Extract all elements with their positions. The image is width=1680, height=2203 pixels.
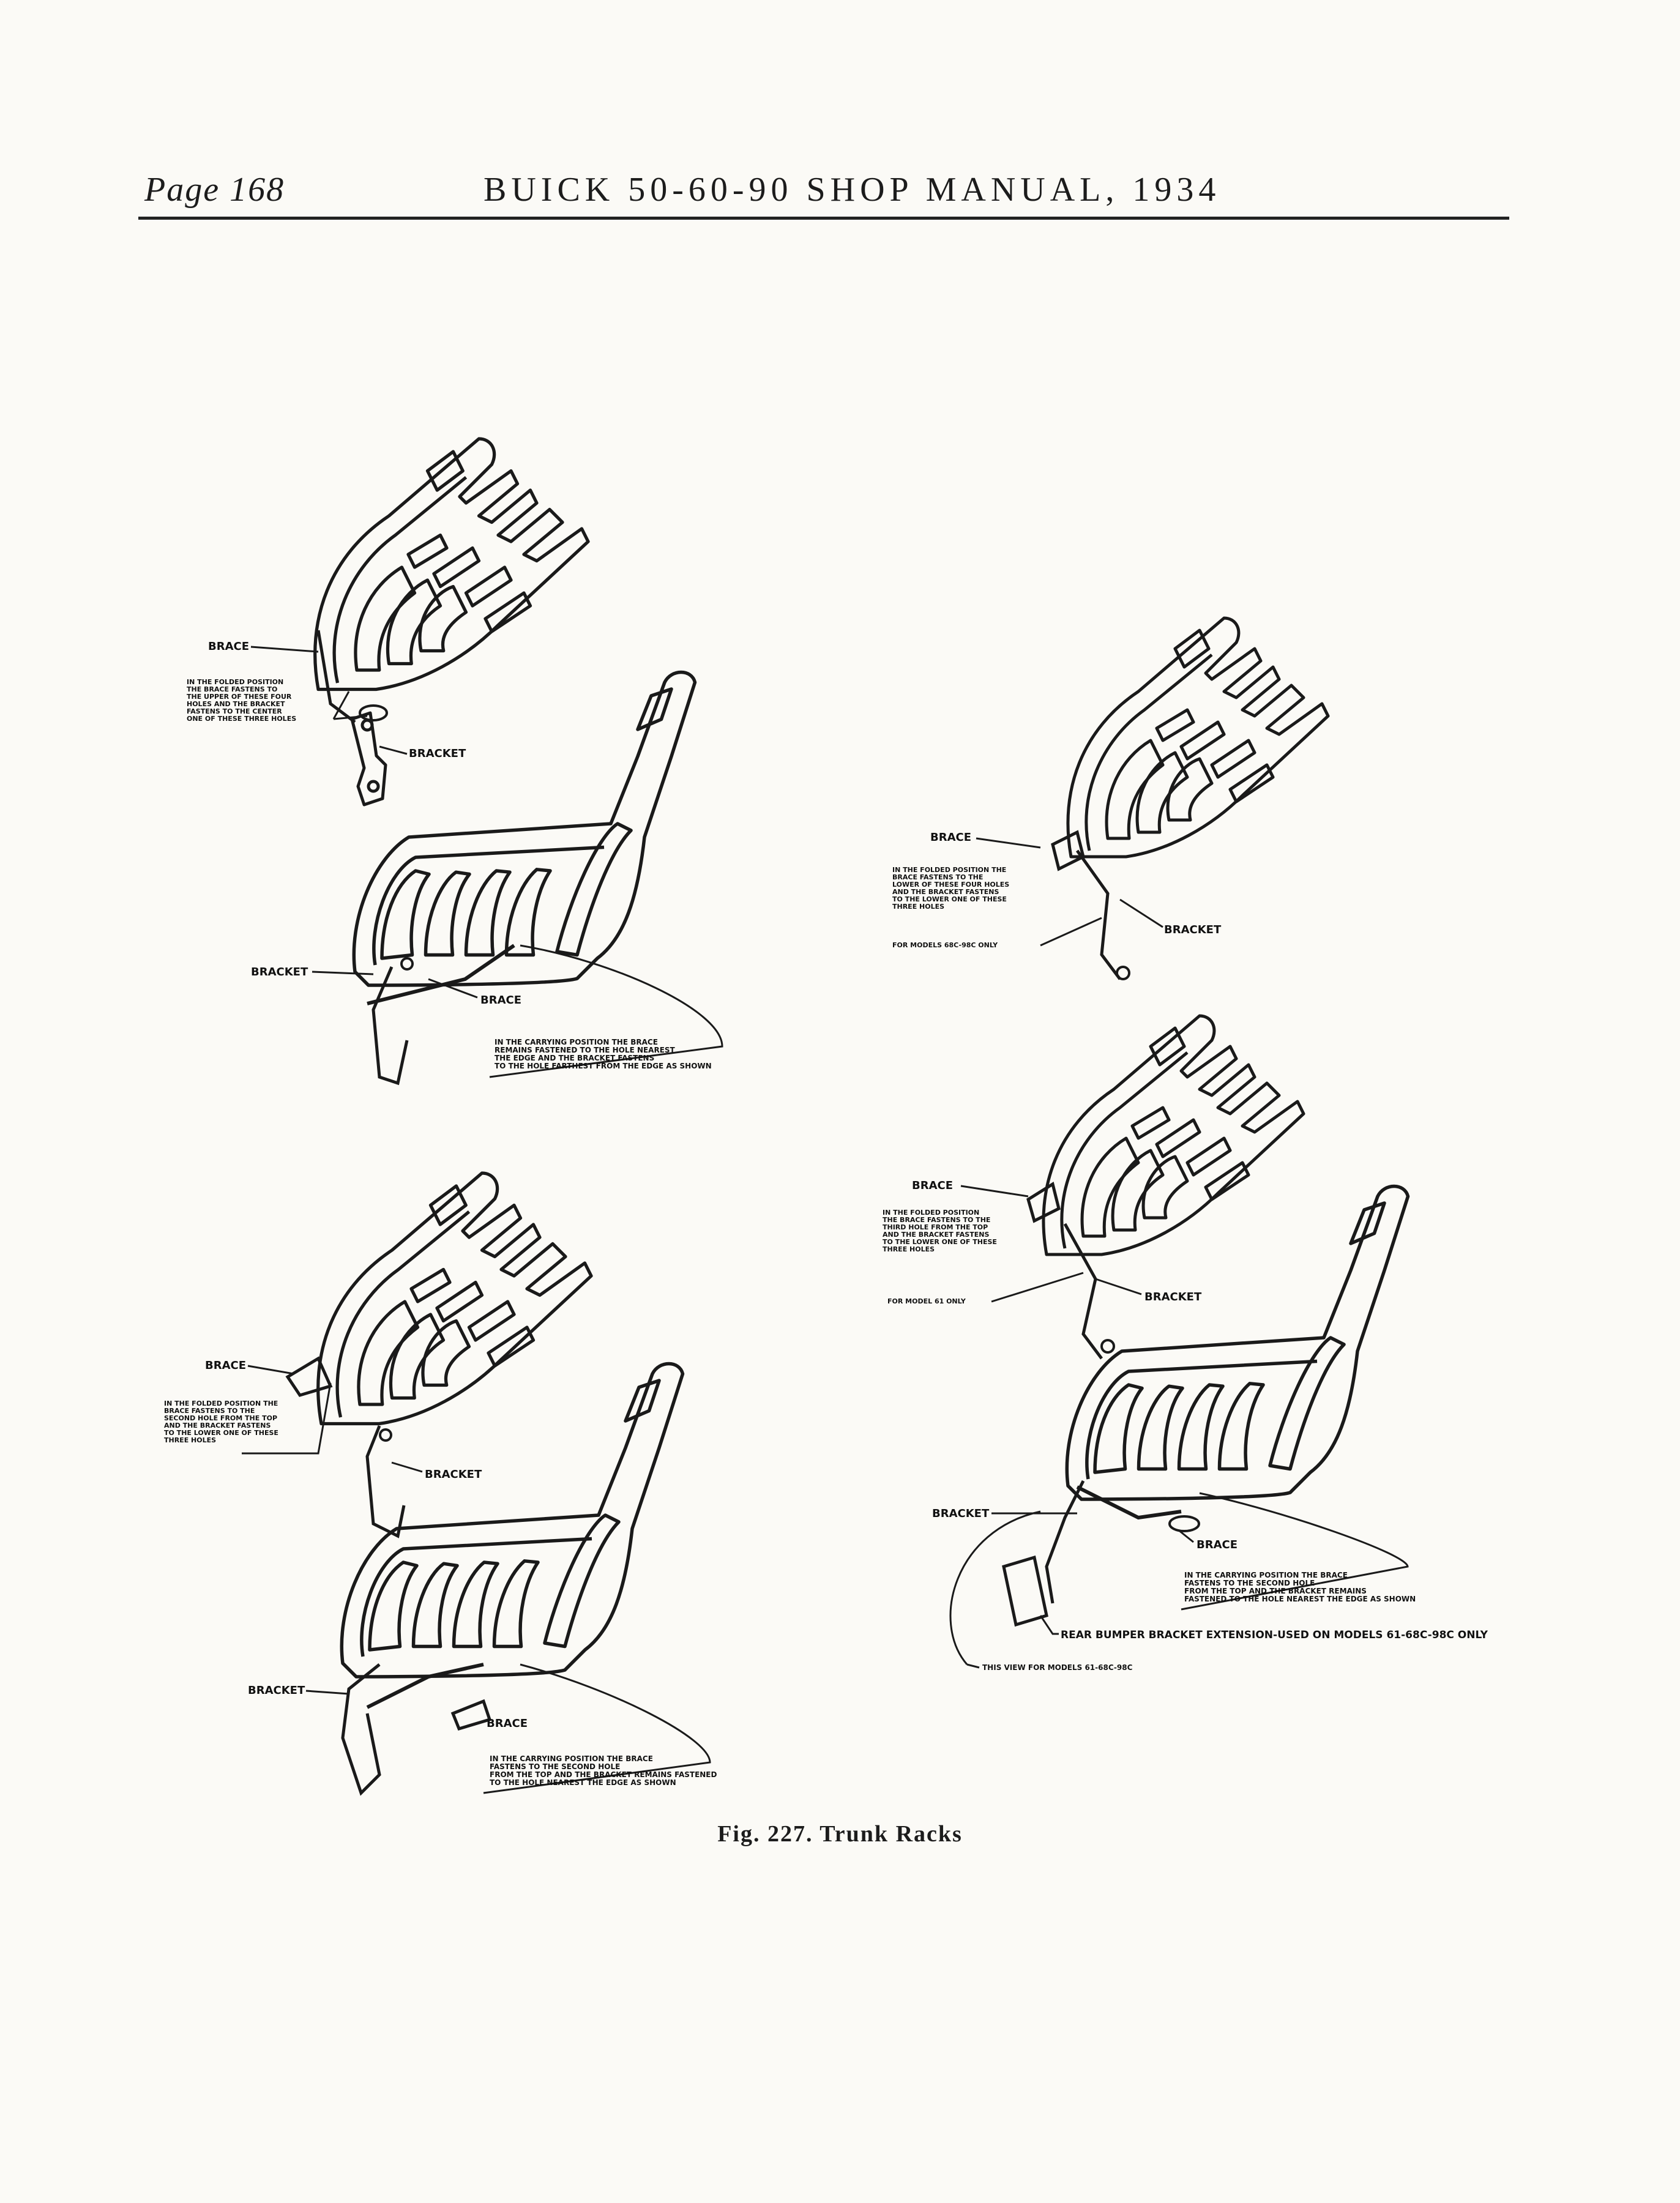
callouts-bottom-left-2: BRACKET BRACE IN THE CARRYING POSITION T…: [248, 1663, 720, 1794]
callouts-middle-right: BRACE IN THE FOLDED POSITION THE BRACE F…: [883, 1179, 1202, 1305]
label-bracket: BRACKET: [1144, 1291, 1202, 1303]
header-rule: [138, 217, 1509, 220]
label-bracket: BRACKET: [425, 1468, 482, 1481]
label-bracket: BRACKET: [409, 747, 466, 760]
note-line: THIRD HOLE FROM THE TOP: [883, 1223, 988, 1231]
note-line: IN THE FOLDED POSITION: [187, 678, 283, 686]
rack-carry-bottom-left: [342, 1364, 682, 1796]
note-line: BRACE FASTENS TO THE: [164, 1407, 255, 1415]
note-line: THE BRACE FASTENS TO THE: [883, 1216, 990, 1224]
note-line: TO THE LOWER ONE OF THESE: [164, 1429, 278, 1437]
label-models: FOR MODEL 61 ONLY: [887, 1297, 966, 1305]
svg-text:IN THE FOLDED POSITION T: IN THE FOLDED POSITION THE BRACE FASTENS…: [883, 1209, 999, 1253]
note-line: FASTENS TO THE CENTER: [187, 707, 282, 715]
note-line: ONE OF THESE THREE HOLES: [187, 715, 296, 723]
note-line: TO THE HOLE NEAREST THE EDGE AS SHOWN: [490, 1778, 676, 1787]
note-line: FROM THE TOP AND THE BRACKET REMAINS: [1184, 1587, 1367, 1595]
note-line: HOLES AND THE BRACKET: [187, 700, 285, 708]
note-line: IN THE CARRYING POSITION THE BRACE: [490, 1754, 653, 1763]
note-line: THREE HOLES: [892, 903, 944, 911]
rack-folded-middle-right: [1026, 1016, 1304, 1360]
note-line: AND THE BRACKET FASTENS: [892, 888, 999, 896]
note-line: FASTENED TO THE HOLE NEAREST THE EDGE AS…: [1184, 1595, 1416, 1603]
label-brace: BRACE: [912, 1179, 953, 1192]
callouts-top-left-2: BRACKET BRACE IN THE CARRYING POSITION T…: [251, 944, 723, 1078]
label-brace: BRACE: [1197, 1538, 1238, 1551]
label-bumper-extension: REAR BUMPER BRACKET EXTENSION-USED ON MO…: [1061, 1629, 1488, 1641]
note-line: IN THE FOLDED POSITION: [883, 1209, 979, 1217]
callouts-top-right: BRACE IN THE FOLDED POSITION THE BRACE F…: [892, 831, 1222, 949]
note-line: FASTENS TO THE SECOND HOLE: [1184, 1579, 1315, 1587]
note-line: TO THE LOWER ONE OF THESE: [883, 1238, 997, 1246]
note-line: BRACE FASTENS TO THE: [892, 873, 983, 881]
note-line: THREE HOLES: [883, 1245, 935, 1253]
note-line: SECOND HOLE FROM THE TOP: [164, 1414, 277, 1422]
note-line: AND THE BRACKET FASTENS: [164, 1422, 271, 1430]
note-line: FROM THE TOP AND THE BRACKET REMAINS FAS…: [490, 1770, 717, 1779]
rack-carry-top-left: [354, 673, 695, 1086]
label-brace: BRACE: [208, 640, 249, 653]
note-line: IN THE CARRYING POSITION THE BRACE: [1184, 1571, 1348, 1579]
label-brace: BRACE: [930, 831, 971, 844]
note-line: IN THE FOLDED POSITION THE: [892, 866, 1006, 874]
label-bracket: BRACKET: [932, 1507, 990, 1520]
rack-folded-top-right: [1051, 618, 1328, 980]
page-header: Page 168 BUICK 50-60-90 SHOP MANUAL, 193…: [0, 0, 1680, 233]
label-brace: BRACE: [205, 1359, 246, 1372]
note-line: TO THE LOWER ONE OF THESE: [892, 895, 1007, 903]
callouts-bottom-right: BRACKET BRACE IN THE CARRYING POSITION T…: [932, 1492, 1488, 1672]
page-number: Page 168: [144, 171, 285, 209]
label-view-note: THIS VIEW FOR MODELS 61-68C-98C: [982, 1663, 1133, 1672]
manual-title: BUICK 50-60-90 SHOP MANUAL, 1934: [483, 171, 1221, 209]
label-brace: BRACE: [487, 1717, 528, 1730]
svg-text:IN THE CARRYING POSITION THE B: IN THE CARRYING POSITION THE BRACE REMAI…: [495, 1038, 712, 1070]
svg-text:IN THE FOLDED POSITION THE: IN THE FOLDED POSITION THE BRACE FASTENS…: [892, 866, 1012, 911]
note-line: FASTENS TO THE SECOND HOLE: [490, 1762, 620, 1771]
bracket-top-left: [352, 713, 386, 805]
figure-caption: Fig. 227. Trunk Racks: [717, 1821, 963, 1847]
svg-text:IN THE CARRYING POSITION THE B: IN THE CARRYING POSITION THE BRACE FASTE…: [490, 1754, 720, 1787]
note-line: AND THE BRACKET FASTENS: [883, 1231, 989, 1239]
rack-folded-bottom-left: [285, 1173, 591, 1538]
note-line: THE UPPER OF THESE FOUR: [187, 693, 292, 701]
svg-text:IN THE FOLDED POSITION T: IN THE FOLDED POSITION THE BRACE FASTENS…: [187, 678, 296, 723]
label-bracket: BRACKET: [1164, 923, 1222, 936]
note-line: IN THE CARRYING POSITION THE BRACE: [495, 1038, 658, 1046]
note-line: THE BRACE FASTENS TO: [187, 685, 277, 693]
label-models: FOR MODELS 68C-98C ONLY: [892, 941, 998, 949]
note-line: LOWER OF THESE FOUR HOLES: [892, 881, 1009, 889]
label-bracket: BRACKET: [251, 966, 308, 978]
note-line: THREE HOLES: [164, 1436, 216, 1444]
callouts-top-left: BRACE IN THE FOLDED POSITION THE BRACE F…: [187, 640, 466, 760]
label-bracket: BRACKET: [248, 1684, 305, 1697]
label-brace: BRACE: [480, 994, 521, 1007]
rack-folded-top-left: [315, 439, 588, 805]
note-line: TO THE HOLE FARTHEST FROM THE EDGE AS SH…: [495, 1062, 712, 1070]
callouts-bottom-left: BRACE IN THE FOLDED POSITION THE BRACE F…: [164, 1359, 482, 1481]
svg-text:IN THE FOLDED POSITION THE: IN THE FOLDED POSITION THE BRACE FASTENS…: [164, 1400, 281, 1444]
note-line: REMAINS FASTENED TO THE HOLE NEAREST: [495, 1046, 676, 1054]
rack-carry-bottom-right: [949, 1187, 1408, 1665]
note-line: THE EDGE AND THE BRACKET FASTENS: [495, 1054, 654, 1062]
svg-text:IN THE CARRYING POSITION THE B: IN THE CARRYING POSITION THE BRACE FASTE…: [1184, 1571, 1416, 1603]
note-line: IN THE FOLDED POSITION THE: [164, 1400, 278, 1407]
